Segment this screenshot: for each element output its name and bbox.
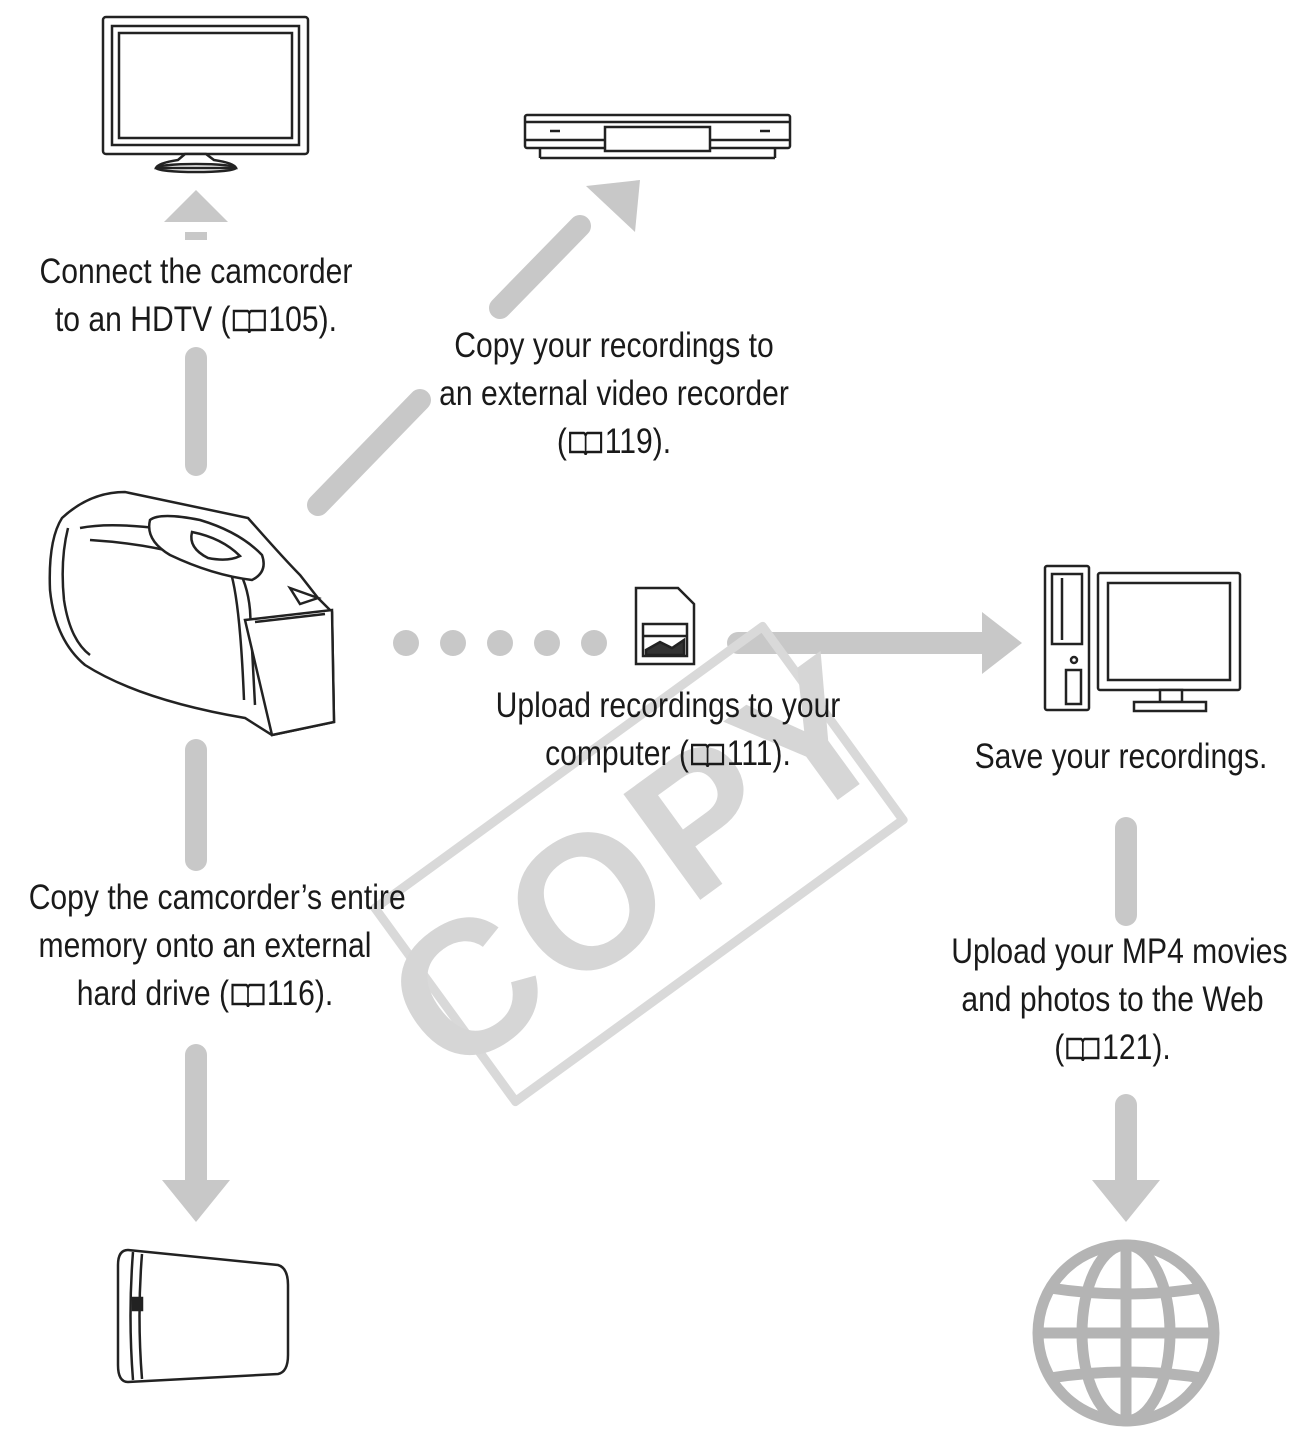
video-recorder-icon	[523, 113, 792, 160]
arrow-to-computer	[727, 612, 1022, 674]
arrow-to-web	[1092, 817, 1160, 1222]
book-icon	[691, 742, 725, 768]
dotted-connection-to-card	[393, 630, 607, 656]
computer-icon	[1043, 564, 1242, 713]
recorder-label: Copy your recordings to an external vide…	[439, 326, 789, 461]
arrow-to-hard-drive	[162, 739, 230, 1222]
book-icon	[569, 430, 603, 456]
hard-drive-label: Copy the camcorder’s entire memory onto …	[28, 878, 406, 1013]
hdtv-icon	[101, 15, 310, 174]
web-label: Upload your MP4 movies and photos to the…	[951, 932, 1288, 1067]
camcorder-icon	[48, 490, 336, 737]
globe-icon	[1032, 1239, 1220, 1427]
book-icon	[231, 982, 265, 1008]
save-label: Save your recordings.	[974, 737, 1268, 776]
arrow-to-hdtv	[164, 190, 228, 476]
book-icon	[232, 308, 267, 334]
book-icon	[1066, 1036, 1100, 1062]
computer-upload-label: Upload recordings to your computer (111)…	[495, 686, 841, 773]
hdtv-label: Connect the camcorder to an HDTV (105).	[39, 252, 353, 339]
arrow-to-recorder	[307, 180, 640, 516]
sd-card-icon	[634, 586, 696, 666]
external-hard-drive-icon	[116, 1248, 290, 1384]
